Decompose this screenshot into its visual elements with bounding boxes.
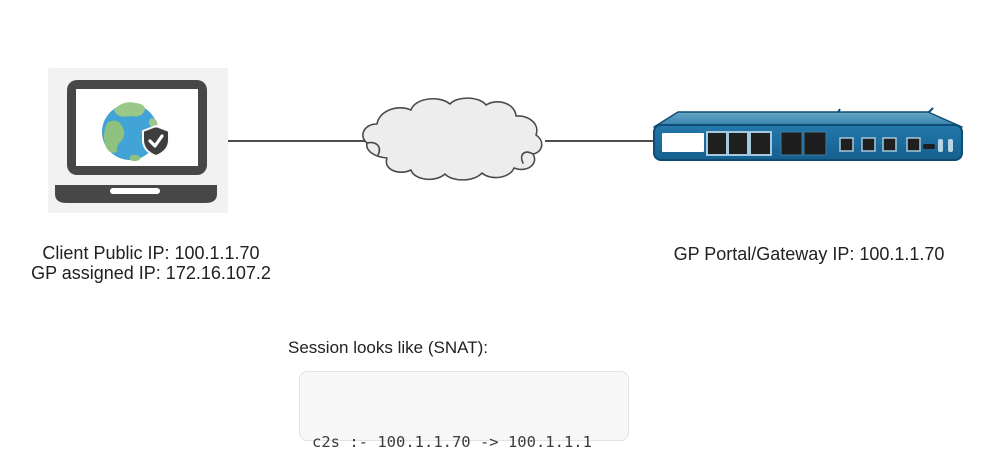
connector-line-cloud-to-firewall: [545, 140, 656, 142]
internet-node: [353, 91, 555, 187]
client-label: Client Public IP: 100.1.1.70 GP assigned…: [1, 243, 301, 283]
console-slot: [923, 144, 935, 149]
cloud-icon: [362, 97, 543, 181]
label-plate: [662, 133, 704, 152]
ethernet-ports-group1: [706, 131, 772, 156]
firewall-appliance-icon: [653, 107, 963, 161]
gateway-label: GP Portal/Gateway IP: 100.1.1.70: [659, 244, 959, 264]
connector-line-client-to-cloud: [228, 140, 368, 142]
client-gp-assigned-ip: GP assigned IP: 172.16.107.2: [31, 263, 271, 283]
laptop-with-globalprotect-icon: [55, 80, 217, 203]
firewall-node: [646, 103, 966, 165]
status-bars: [938, 139, 953, 152]
gp-portal-gateway-ip: GP Portal/Gateway IP: 100.1.1.70: [673, 244, 945, 264]
code-line-c2s: c2s :- 100.1.1.70 -> 100.1.1.1: [312, 433, 592, 451]
shield-check-icon: [142, 124, 170, 158]
session-heading: Session looks like (SNAT):: [288, 338, 488, 357]
management-ports: [839, 137, 921, 152]
client-public-ip: Client Public IP: 100.1.1.70: [42, 243, 260, 263]
session-code-block: c2s :- 100.1.1.70 -> 100.1.1.1 s2c :- 10…: [299, 371, 629, 451]
ethernet-ports-group2: [780, 131, 827, 156]
client-node: [48, 68, 228, 213]
